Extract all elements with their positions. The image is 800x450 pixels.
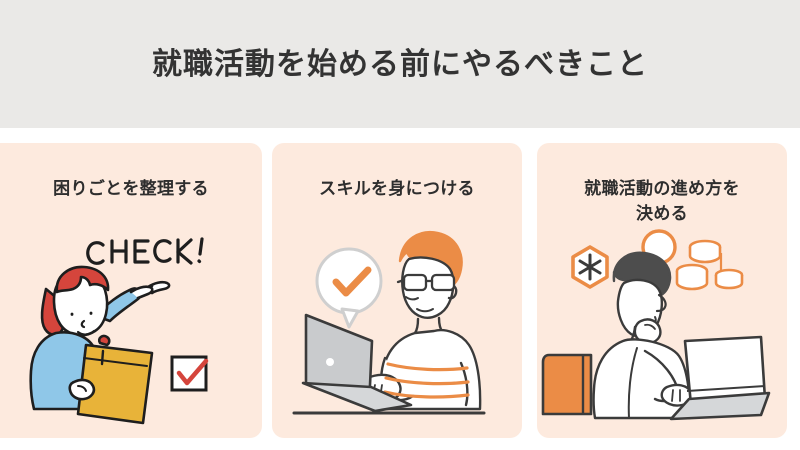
- card-title-line2: 決める: [636, 204, 688, 223]
- card-title: スキルを身につける: [319, 179, 475, 198]
- card-organize-concerns[interactable]: 困りごとを整理する: [0, 143, 262, 438]
- office-chair-icon: [541, 353, 593, 416]
- card-title-line1: 就職活動の進め方を: [584, 179, 740, 198]
- card-decide-job-hunting-approach[interactable]: 就職活動の進め方を 決める: [537, 143, 787, 438]
- laptop-icon: [669, 335, 771, 421]
- speech-bubble-check-icon: [315, 247, 383, 329]
- card-title: 困りごとを整理する: [53, 179, 209, 198]
- check-text-icon: [86, 237, 204, 265]
- illustration-woman-pointing-with-clipboard: [0, 223, 262, 438]
- illustration-man-typing-on-laptop: [272, 223, 522, 438]
- card-title: 就職活動の進め方を 決める: [551, 176, 773, 226]
- page-title: 就職活動を始める前にやるべきこと: [152, 48, 648, 81]
- checkbox-checked-icon: [170, 355, 209, 392]
- laptop-icon: [301, 313, 413, 413]
- hexagon-asterisk-icon: [571, 245, 609, 289]
- card-acquire-skills[interactable]: スキルを身につける: [272, 143, 522, 438]
- coins-icon: [675, 239, 744, 291]
- header-band: [0, 0, 800, 128]
- illustration-man-thinking-at-laptop: [537, 223, 787, 438]
